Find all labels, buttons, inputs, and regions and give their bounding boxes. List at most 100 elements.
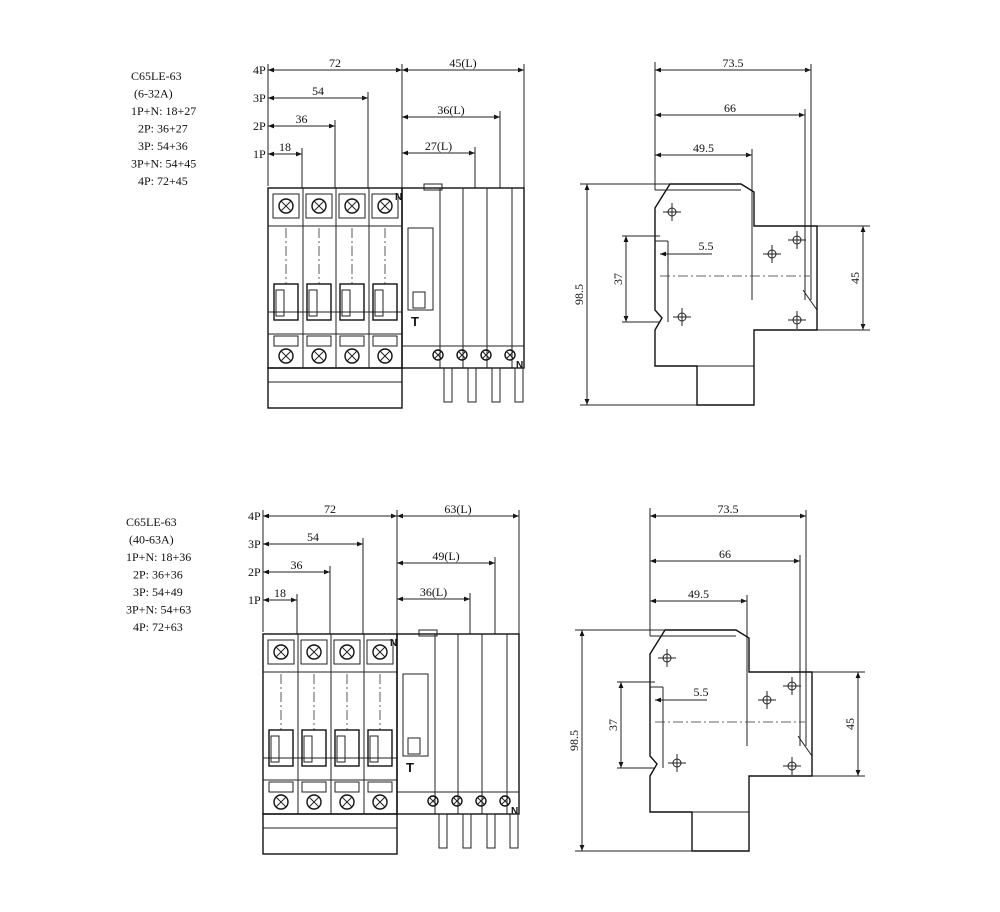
screw-slot bbox=[379, 350, 391, 362]
toggle-lever bbox=[303, 735, 313, 763]
spec-note-line: 2P: 36+36 bbox=[133, 568, 183, 582]
screw-slot bbox=[374, 646, 386, 658]
side-offset-dimension: 5.5 bbox=[694, 685, 709, 699]
top-terminal-screw-icon bbox=[339, 644, 355, 660]
spec-note-line: 1P+N: 18+27 bbox=[131, 104, 196, 118]
module-top-tab bbox=[418, 629, 438, 637]
front-width-dimension: 36 bbox=[296, 112, 308, 126]
neutral-mark: N bbox=[511, 806, 518, 817]
screw-slot bbox=[374, 796, 386, 808]
pole-cap bbox=[371, 193, 399, 219]
bottom-terminal-screw-icon bbox=[344, 348, 360, 364]
screw-slot bbox=[275, 646, 287, 658]
screw-slot bbox=[477, 797, 485, 805]
toggle-handle bbox=[372, 283, 398, 321]
screw-slot bbox=[275, 796, 287, 808]
pole-count-label: 3P bbox=[253, 91, 266, 105]
spec-note-line: 3P: 54+36 bbox=[138, 139, 188, 153]
rcd-terminal-leg bbox=[443, 367, 453, 403]
toggle-handle bbox=[334, 729, 360, 767]
screw-slot bbox=[280, 350, 292, 362]
toggle-lever bbox=[341, 289, 351, 317]
top-terminal-screw-icon bbox=[306, 644, 322, 660]
toggle-lever bbox=[336, 735, 346, 763]
rcd-terminal-screw-icon bbox=[499, 795, 511, 807]
spec-note-line: (40-63A) bbox=[129, 533, 174, 547]
front-height-dimension: 45 bbox=[843, 718, 857, 730]
pole-count-label: 1P bbox=[248, 593, 261, 607]
screw-slot bbox=[429, 797, 437, 805]
side-width-dimension: 66 bbox=[724, 101, 736, 115]
spec-note-line: 3P+N: 54+63 bbox=[126, 603, 191, 617]
toggle-lever bbox=[369, 735, 379, 763]
pole-count-label: 4P bbox=[248, 509, 261, 523]
front-width-dimension: 54 bbox=[307, 530, 319, 544]
neutral-mark: N bbox=[516, 360, 523, 371]
toggle-handle bbox=[367, 729, 393, 767]
side-detail-line bbox=[802, 289, 818, 311]
pole-count-label: 2P bbox=[253, 119, 266, 133]
screw-slot bbox=[313, 200, 325, 212]
module-width-dimension: 45(L) bbox=[449, 56, 476, 70]
screw-slot bbox=[346, 350, 358, 362]
screw-slot bbox=[453, 797, 461, 805]
neutral-mark: N bbox=[390, 638, 397, 649]
rail-height-dimension: 37 bbox=[611, 273, 625, 285]
rcd-terminal-screw-icon bbox=[480, 349, 492, 361]
module-width-dimension: 36(L) bbox=[437, 103, 464, 117]
screw-slot bbox=[313, 350, 325, 362]
top-terminal-screw-icon bbox=[377, 198, 393, 214]
toggle-handle bbox=[268, 729, 294, 767]
bottom-terminal-screw-icon bbox=[311, 348, 327, 364]
side-width-dimension: 49.5 bbox=[693, 141, 714, 155]
breaker-body-outline bbox=[262, 633, 398, 815]
module-width-dimension: 36(L) bbox=[420, 585, 447, 599]
rcd-terminal-screw-icon bbox=[451, 795, 463, 807]
overall-height-dimension: 98.5 bbox=[567, 730, 581, 751]
screw-slot bbox=[341, 646, 353, 658]
screw-slot bbox=[308, 796, 320, 808]
pole-cap bbox=[366, 639, 394, 665]
toggle-lever bbox=[308, 289, 318, 317]
pole-count-label: 2P bbox=[248, 565, 261, 579]
spec-note-line: 3P+N: 54+45 bbox=[131, 157, 196, 171]
side-width-dimension: 66 bbox=[719, 547, 731, 561]
toggle-handle bbox=[306, 283, 332, 321]
screw-slot bbox=[308, 646, 320, 658]
rcd-terminal-leg bbox=[486, 813, 496, 849]
side-profile-outline bbox=[649, 629, 813, 852]
screw-slot bbox=[280, 200, 292, 212]
top-terminal-screw-icon bbox=[344, 198, 360, 214]
toggle-lever bbox=[275, 289, 285, 317]
spec-note-line: 4P: 72+45 bbox=[138, 174, 188, 188]
pole-cap bbox=[267, 639, 295, 665]
screw-slot bbox=[341, 796, 353, 808]
pole-count-label: 4P bbox=[253, 63, 266, 77]
pole-cap bbox=[333, 639, 361, 665]
test-button-mark: T bbox=[411, 314, 419, 329]
spec-note-line: 1P+N: 18+36 bbox=[126, 550, 191, 564]
pole-cap bbox=[338, 193, 366, 219]
toggle-lever bbox=[374, 289, 384, 317]
side-detail-line bbox=[797, 735, 813, 757]
spec-note-line: C65LE-63 bbox=[131, 69, 182, 83]
spec-note-line: 4P: 72+63 bbox=[133, 620, 183, 634]
overall-height-dimension: 98.5 bbox=[572, 284, 586, 305]
bottom-clamp bbox=[273, 335, 299, 347]
screw-slot bbox=[434, 351, 442, 359]
module-width-dimension: 27(L) bbox=[425, 139, 452, 153]
bottom-terminal-screw-icon bbox=[306, 794, 322, 810]
rcd-terminal-screw-icon bbox=[427, 795, 439, 807]
side-width-dimension: 49.5 bbox=[688, 587, 709, 601]
screw-slot bbox=[482, 351, 490, 359]
bottom-clamp bbox=[367, 781, 393, 793]
front-height-dimension: 45 bbox=[848, 272, 862, 284]
screw-slot bbox=[506, 351, 514, 359]
spec-note-line: 2P: 36+27 bbox=[138, 122, 188, 136]
rcd-terminal-leg bbox=[462, 813, 472, 849]
test-button-mark: T bbox=[406, 760, 414, 775]
rcd-window bbox=[407, 227, 434, 311]
toggle-handle bbox=[301, 729, 327, 767]
bottom-clamp bbox=[339, 335, 365, 347]
